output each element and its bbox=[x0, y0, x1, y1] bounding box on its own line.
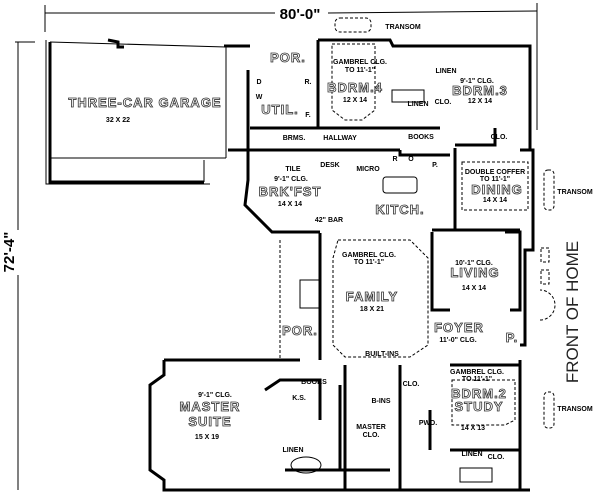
dining-label: DINING bbox=[471, 182, 523, 197]
brooms-label: BRMS. bbox=[283, 135, 306, 142]
powder-room-label: PWD. bbox=[419, 420, 437, 427]
depth-dimension: 72'-4" bbox=[1, 232, 18, 273]
dimension-lines bbox=[15, 3, 538, 490]
master-label-2: SUITE bbox=[188, 414, 231, 429]
width-dimension: 80'-0" bbox=[280, 6, 321, 23]
bdrm2-linen-label: LINEN bbox=[462, 451, 483, 458]
brkfst-ceiling: 9'-1" CLG. bbox=[274, 176, 308, 183]
front-porch-label: P. bbox=[506, 330, 519, 345]
bath-tub bbox=[459, 467, 493, 483]
master-linen-label: LINEN bbox=[283, 447, 304, 454]
bdrm3-ceiling: 9'-1" CLG. bbox=[460, 78, 494, 85]
hall-closet-label: CLO. bbox=[403, 381, 420, 388]
living-size: 14 X 14 bbox=[462, 285, 486, 292]
knee-space-label: K.S. bbox=[292, 395, 306, 402]
bdrm2-ceiling-2: TO 11'-1" bbox=[462, 376, 492, 383]
brkfst-label: BRK'FST bbox=[259, 184, 322, 199]
util-label: UTIL. bbox=[261, 102, 299, 117]
freezer-label: F. bbox=[305, 112, 311, 119]
master-books-label: BOOKS bbox=[301, 379, 327, 386]
family-ceiling-1: GAMBREL CLG. bbox=[342, 252, 396, 259]
tub bbox=[391, 89, 425, 103]
garage-size: 32 X 22 bbox=[106, 117, 130, 124]
garage-walls bbox=[45, 38, 227, 185]
exterior-walls bbox=[148, 38, 535, 492]
garage-label: THREE-CAR GARAGE bbox=[68, 95, 221, 110]
hallway-label: HALLWAY bbox=[323, 135, 357, 142]
transom-label-dining: TRANSOM bbox=[557, 189, 593, 196]
study-label: STUDY bbox=[454, 399, 503, 414]
porch-top-label: POR. bbox=[270, 50, 306, 65]
refrigerator-label: R. bbox=[305, 79, 312, 86]
dining-size: 14 X 14 bbox=[483, 197, 507, 204]
linen-label-2: LINEN bbox=[408, 101, 429, 108]
master-ceiling: 9'-1" CLG. bbox=[198, 392, 232, 399]
master-tub bbox=[290, 456, 322, 474]
dining-ceiling-1: DOUBLE COFFER bbox=[465, 169, 525, 176]
linen-label-1: LINEN bbox=[436, 68, 457, 75]
transom-label-top: TRANSOM bbox=[385, 24, 421, 31]
desk-label: DESK bbox=[320, 162, 339, 169]
family-size: 18 X 21 bbox=[360, 306, 384, 313]
master-closet-label-1: MASTER bbox=[356, 424, 386, 431]
micro-label: MICRO bbox=[356, 166, 380, 173]
ceiling-outlines bbox=[279, 43, 529, 426]
dining-ceiling-2: TO 11'-1" bbox=[480, 176, 510, 183]
built-ins-bath-label: B-INS bbox=[371, 398, 390, 405]
family-ceiling-2: TO 11'-1" bbox=[354, 259, 384, 266]
books-hall-label: BOOKS bbox=[408, 134, 434, 141]
kitchen-label: KITCH. bbox=[375, 202, 424, 217]
porch-rear-label: POR. bbox=[282, 323, 318, 338]
built-ins-label: BUILT-INS bbox=[365, 351, 399, 358]
front-of-home-label: FRONT OF HOME bbox=[563, 241, 582, 383]
bdrm3-closet: CLO. bbox=[491, 134, 508, 141]
bdrm3-size: 12 X 14 bbox=[468, 98, 492, 105]
bdrm2-ceiling-1: GAMBREL CLG. bbox=[450, 369, 504, 376]
foyer-ceiling: 11'-0" CLG. bbox=[439, 337, 476, 344]
bdrm2-size: 14 X 13 bbox=[461, 425, 485, 432]
bdrm4-ceiling-1: GAMBREL CLG. bbox=[333, 59, 387, 66]
closet-label-1: CLO. bbox=[435, 99, 452, 106]
bdrm3-label: BDRM.3 bbox=[452, 83, 508, 98]
range-label: R bbox=[392, 156, 397, 163]
living-ceiling: 10'-1" CLG. bbox=[455, 260, 493, 267]
cooktop-island bbox=[382, 176, 418, 194]
washer-label: W bbox=[256, 94, 263, 101]
fixtures bbox=[290, 89, 493, 483]
brkfst-floor: TILE bbox=[285, 166, 300, 173]
pantry-label: P. bbox=[432, 162, 438, 169]
dryer-label: D bbox=[256, 79, 261, 86]
transom-windows bbox=[334, 17, 556, 429]
master-closet-label-2: CLO. bbox=[363, 432, 380, 439]
oven-label: O bbox=[408, 156, 414, 163]
fireplace bbox=[299, 279, 321, 309]
bdrm4-label: BDRM.4 bbox=[327, 80, 383, 95]
bdrm2-label: BDRM.2 bbox=[451, 386, 507, 401]
bdrm2-closet-label: CLO. bbox=[488, 454, 505, 461]
living-label: LIVING bbox=[450, 265, 499, 280]
foyer-label: FOYER bbox=[434, 320, 484, 335]
bdrm4-ceiling-2: TO 11'-1" bbox=[345, 67, 375, 74]
transom-label-study: TRANSOM bbox=[557, 406, 593, 413]
brkfst-size: 14 X 14 bbox=[278, 201, 302, 208]
master-label-1: MASTER bbox=[180, 399, 241, 414]
master-size: 15 X 19 bbox=[195, 434, 219, 441]
bar-label: 42" BAR bbox=[315, 217, 343, 224]
bdrm4-size: 12 X 14 bbox=[343, 97, 367, 104]
family-label: FAMILY bbox=[346, 289, 398, 304]
